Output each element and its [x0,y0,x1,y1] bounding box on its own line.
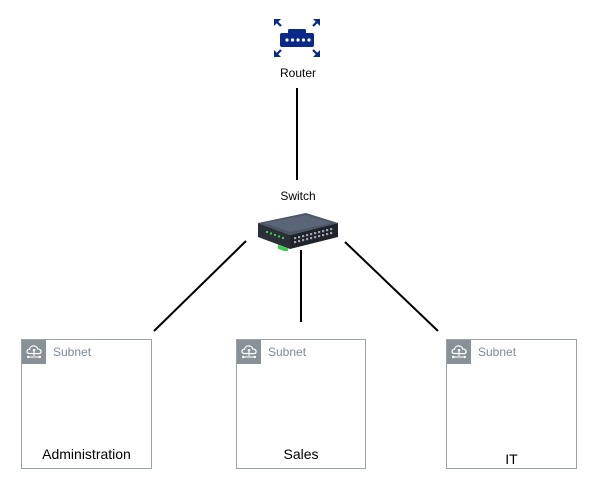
subnet-title: Subnet [478,345,517,359]
switch-administration-link [153,240,247,332]
subnet-it[interactable]: Subnet IT [446,339,577,469]
subnet-name: IT [505,451,518,467]
subnet-name: Administration [42,446,131,462]
router-icon [274,19,320,57]
subnet-sales[interactable]: Subnet Sales [236,339,366,469]
switch-node[interactable] [254,209,340,253]
subnet-header: Subnet [22,340,91,364]
subnet-name: Sales [283,446,319,462]
subnet-header: Subnet [447,340,516,364]
subnet-title: Subnet [268,345,307,359]
subnet-administration[interactable]: Subnet Administration [21,339,152,469]
subnet-cloud-icon [447,340,471,364]
router-node[interactable] [270,16,324,60]
subnet-cloud-icon [22,340,46,364]
switch-it-link [344,241,439,332]
switch-label: Switch [280,189,316,203]
subnet-header: Subnet [237,340,306,364]
network-switch-icon [258,213,338,253]
subnet-title: Subnet [53,345,92,359]
router-label: Router [279,66,317,80]
subnet-cloud-icon [237,340,261,364]
